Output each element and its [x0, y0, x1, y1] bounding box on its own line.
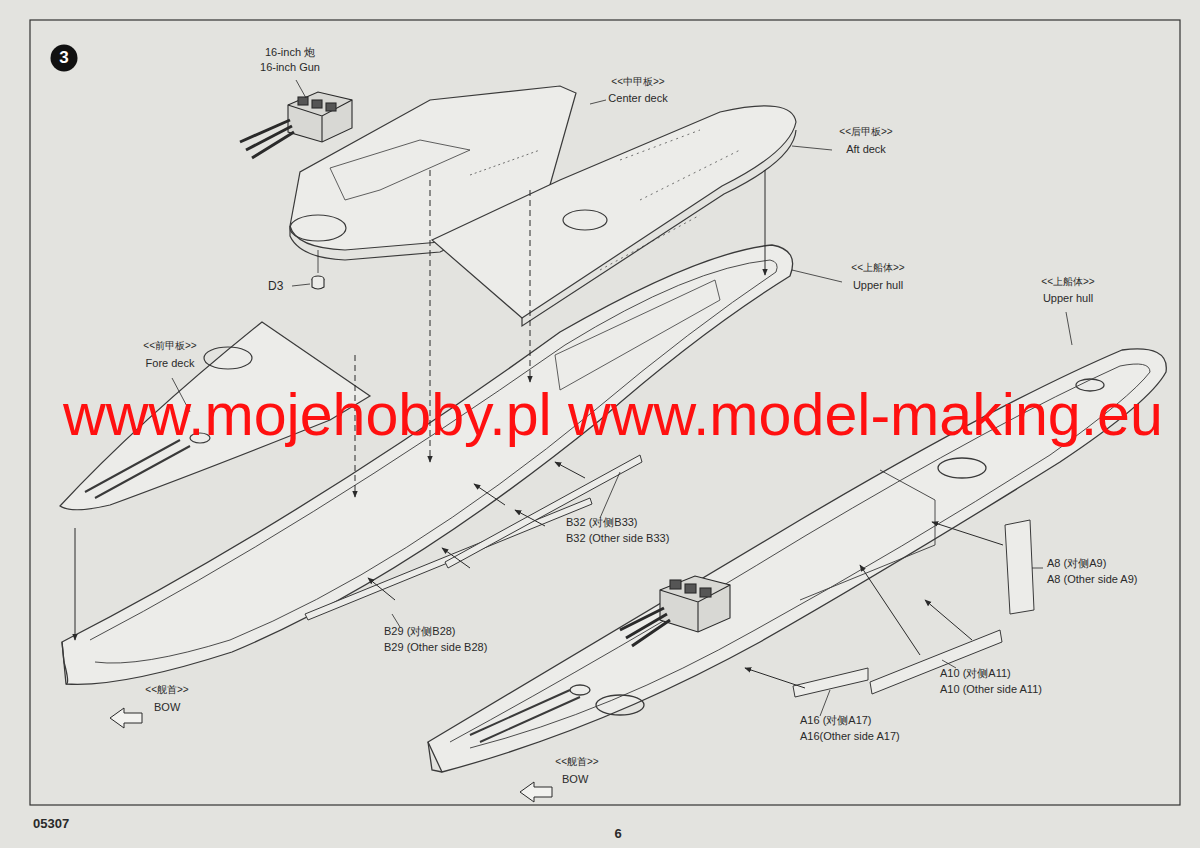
part-label: 16-inch Gun [260, 61, 320, 74]
part-label: 16-inch 炮 [265, 46, 315, 59]
part-label: <<前甲板>> [143, 340, 196, 352]
assembly-arrows [765, 170, 766, 275]
gun-turret [240, 92, 352, 158]
side-strips [793, 668, 868, 697]
side-strips [305, 455, 1034, 697]
part-number: B29 (对侧B28) [384, 625, 456, 638]
aft-deck [600, 130, 740, 270]
part-label: Upper hull [853, 279, 903, 292]
leader-lines [792, 146, 832, 150]
part-d3 [312, 250, 324, 289]
hull-turret [660, 585, 730, 632]
part-d3 [312, 279, 324, 289]
assembly-arrows [474, 484, 505, 505]
upper-hull [62, 642, 68, 684]
leader-lines [292, 284, 310, 286]
part-number: B29 (Other side B28) [384, 641, 487, 654]
upper-hull [555, 280, 720, 390]
leader-lines [820, 690, 830, 716]
assembly-arrows [555, 462, 585, 478]
assembly-arrows [745, 668, 805, 688]
part-number: A10 (Other side A11) [940, 683, 1042, 696]
part-label: <<上船体>> [851, 262, 904, 274]
hull-turret [700, 588, 711, 597]
gun-turret [326, 103, 336, 111]
kit-number: 05307 [33, 816, 69, 832]
leader-lines [942, 660, 956, 668]
gun-turret [298, 97, 308, 105]
leader-lines [1032, 568, 1043, 569]
side-strips [445, 455, 642, 568]
part-label: Upper hull [1043, 292, 1093, 305]
leader-lines [296, 80, 306, 98]
leader-lines [1066, 312, 1072, 345]
page-number: 6 [614, 826, 621, 842]
assembled-hull [428, 742, 442, 772]
hull-turret [685, 584, 696, 593]
page-frame [30, 20, 1180, 805]
step-circle [51, 45, 78, 72]
part-label: <<中甲板>> [611, 76, 664, 88]
leader-lines [590, 100, 606, 104]
watermark: www.mojehobby.pl www.model-making.eu [63, 381, 1163, 449]
fore-deck [204, 347, 252, 369]
part-label: Center deck [608, 92, 667, 105]
assembly-arrows [442, 548, 470, 568]
leader-lines [600, 472, 620, 518]
assembled-hull [938, 458, 986, 478]
side-strips [1005, 520, 1034, 614]
gun-turret [312, 100, 322, 108]
part-label: Fore deck [146, 357, 195, 370]
assembly-arrows [368, 578, 395, 600]
part-label: <<后甲板>> [839, 126, 892, 138]
part-d3 [318, 250, 319, 273]
assembled-hull [570, 685, 590, 695]
assembly-arrows [75, 528, 76, 640]
hull-turret [670, 580, 681, 589]
assembly-arrows [860, 565, 920, 655]
center-deck [470, 150, 540, 175]
part-label: BOW [154, 701, 180, 714]
gun-turret [288, 92, 352, 142]
part-label: Aft deck [846, 143, 886, 156]
part-label: <<舰首>> [555, 756, 598, 768]
assembly-arrows [925, 600, 972, 640]
assembly-arrows [932, 522, 1003, 545]
part-number: B32 (Other side B33) [566, 532, 669, 545]
part-number: A8 (Other side A9) [1047, 573, 1138, 586]
part-number: A16 (对侧A17) [800, 714, 872, 727]
leader-lines [792, 270, 842, 282]
part-number: A10 (对侧A11) [940, 667, 1011, 680]
part-number: A8 (对侧A9) [1047, 557, 1106, 570]
bow-arrow-icon [110, 708, 552, 802]
aft-deck [563, 210, 607, 230]
page-frame [30, 20, 1180, 805]
step-number: 3 [50, 44, 78, 72]
gun-turret [288, 100, 352, 142]
bow-arrow-icon [520, 782, 552, 802]
part-label: <<上船体>> [1041, 276, 1094, 288]
center-deck [290, 215, 346, 241]
fore-deck [85, 440, 190, 498]
assembly-arrows [530, 190, 531, 382]
part-label: <<舰首>> [145, 684, 188, 696]
part-label: BOW [562, 773, 588, 786]
assembled-hull [470, 690, 580, 742]
gun-turret [240, 120, 294, 158]
assembled-hull [596, 695, 644, 715]
part-number: B32 (对侧B33) [566, 516, 638, 529]
hull-turret [660, 576, 730, 632]
assembly-arrows [515, 510, 545, 526]
bow-arrow-icon [110, 708, 142, 728]
assembled-hull [800, 470, 935, 600]
center-deck [330, 140, 470, 200]
part-number: A16(Other side A17) [800, 730, 900, 743]
part-number: D3 [268, 279, 283, 293]
side-strips [305, 498, 592, 620]
hull-turret [620, 608, 670, 646]
step-number-text: 3 [50, 44, 78, 72]
hull-turret [620, 576, 730, 646]
